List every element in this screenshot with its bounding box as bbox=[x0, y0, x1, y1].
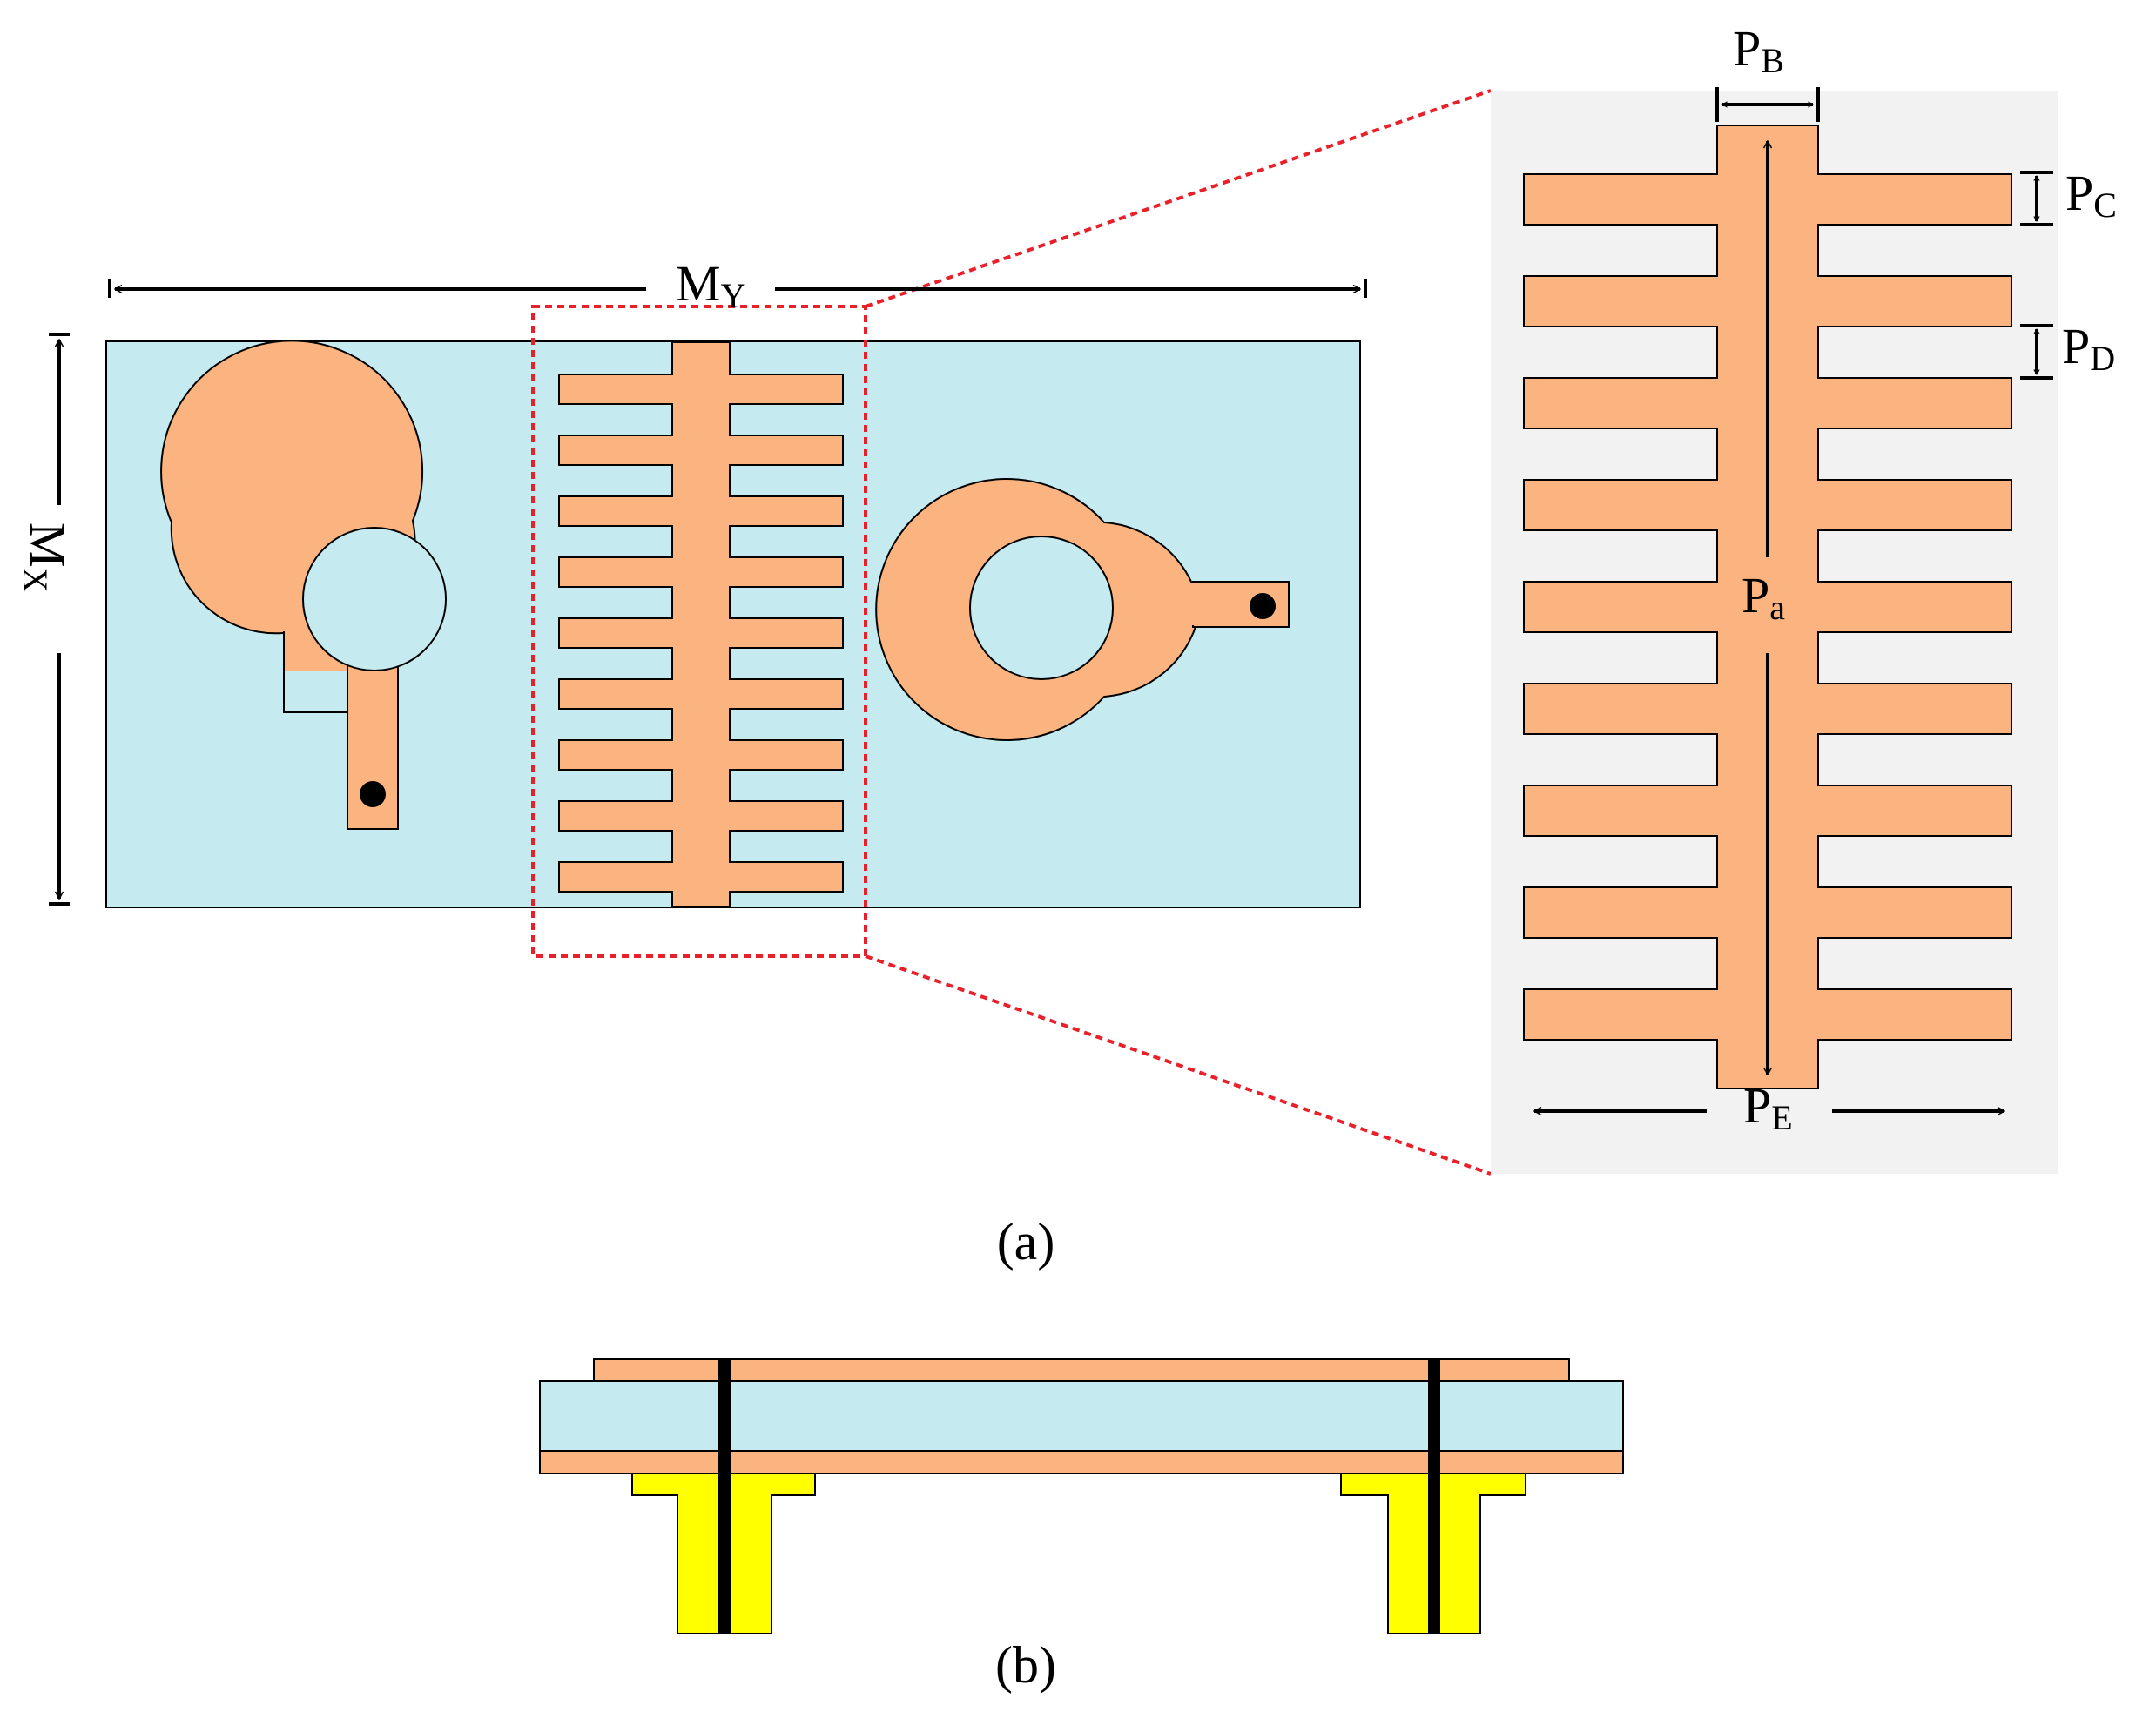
pb-subscript: B bbox=[1761, 41, 1784, 80]
zoom-region-box bbox=[531, 305, 867, 958]
pa-dimension: Pa bbox=[1742, 141, 1785, 1075]
pd-label: P bbox=[2062, 318, 2090, 374]
pb-dimension: PB bbox=[1715, 20, 1820, 122]
pe-label: P bbox=[1743, 1077, 1771, 1134]
my-label: M bbox=[676, 255, 721, 312]
right-feed-point bbox=[1250, 593, 1276, 619]
zoom-line-bottom bbox=[865, 954, 1492, 1176]
zoom-line-top bbox=[865, 89, 1492, 308]
pd-dimension: PD bbox=[2020, 318, 2115, 380]
comb-structure-top-view bbox=[558, 341, 844, 907]
right-feed-pin bbox=[1428, 1359, 1440, 1634]
left-feed-point bbox=[360, 781, 386, 807]
svg-text:PB: PB bbox=[1733, 20, 1784, 80]
my-dimension: MY bbox=[108, 255, 1367, 315]
pc-subscript: C bbox=[2093, 185, 2117, 225]
left-feed-pin bbox=[718, 1359, 731, 1634]
pc-label: P bbox=[2065, 165, 2093, 221]
right-ring-element bbox=[875, 478, 1290, 741]
pa-label: P bbox=[1742, 567, 1769, 623]
pe-dimension: PE bbox=[1534, 1077, 2004, 1137]
svg-text:Pa: Pa bbox=[1742, 567, 1785, 627]
substrate-side-view bbox=[539, 1380, 1624, 1452]
pc-dimension: PC bbox=[2020, 165, 2117, 226]
mx-dimension: MX bbox=[16, 333, 76, 906]
comb-outline bbox=[558, 341, 844, 907]
pe-subscript: E bbox=[1771, 1098, 1792, 1137]
ground-copper-layer bbox=[539, 1450, 1624, 1474]
caption-b: (b) bbox=[995, 1636, 1056, 1694]
side-view bbox=[539, 1358, 1624, 1634]
my-subscript: Y bbox=[721, 276, 746, 315]
caption-a: (a) bbox=[997, 1213, 1055, 1271]
svg-text:PD: PD bbox=[2062, 318, 2115, 378]
svg-text:MY: MY bbox=[676, 255, 745, 315]
pb-label: P bbox=[1733, 20, 1761, 77]
pa-subscript: a bbox=[1769, 588, 1785, 627]
pd-subscript: D bbox=[2090, 339, 2115, 378]
svg-text:PC: PC bbox=[2065, 165, 2117, 225]
mx-subscript: X bbox=[16, 568, 55, 593]
svg-text:PE: PE bbox=[1743, 1077, 1793, 1137]
top-copper-layer bbox=[593, 1358, 1570, 1383]
left-ring-element bbox=[160, 340, 447, 830]
mx-label: M bbox=[19, 522, 76, 568]
svg-text:MX: MX bbox=[16, 522, 76, 593]
comb-structure-zoomed bbox=[1523, 125, 2012, 1089]
comb-outline bbox=[1523, 125, 2012, 1089]
